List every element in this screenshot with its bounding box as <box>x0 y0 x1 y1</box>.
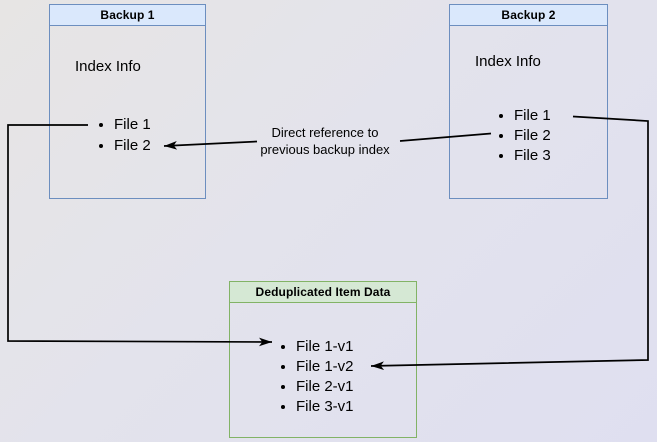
dedup-file-item: File 2-v1 <box>296 377 354 397</box>
backup1-file-item: File 1 <box>114 114 151 135</box>
backup1-node: Backup 1 Index Info File 1 File 2 <box>49 4 206 199</box>
backup1-file-item: File 2 <box>114 135 151 156</box>
dedup-file-item: File 1-v2 <box>296 357 354 377</box>
direct-reference-label-line2: previous backup index <box>260 142 390 157</box>
backup2-title: Backup 2 <box>450 5 607 26</box>
backup2-file-item: File 3 <box>514 146 551 166</box>
dedup-file-list: File 1-v1 File 1-v2 File 2-v1 File 3-v1 <box>278 337 354 417</box>
direct-reference-label-line1: Direct reference to <box>271 125 379 140</box>
backup2-index-info-label: Index Info <box>475 53 541 70</box>
backup2-file-list: File 1 File 2 File 3 <box>496 106 551 166</box>
dedup-file-item: File 1-v1 <box>296 337 354 357</box>
backup1-index-info-label: Index Info <box>75 58 141 75</box>
backup2-file-item: File 1 <box>514 106 551 126</box>
direct-reference-label: Direct reference to previous backup inde… <box>240 124 410 158</box>
backup2-file-item: File 2 <box>514 126 551 146</box>
backup1-file-list: File 1 File 2 <box>96 114 151 156</box>
backup1-title: Backup 1 <box>50 5 205 26</box>
backup2-node: Backup 2 Index Info File 1 File 2 File 3 <box>449 4 608 199</box>
dedup-file-item: File 3-v1 <box>296 397 354 417</box>
dedup-node: Deduplicated Item Data File 1-v1 File 1-… <box>229 281 417 438</box>
dedup-title: Deduplicated Item Data <box>230 282 416 303</box>
